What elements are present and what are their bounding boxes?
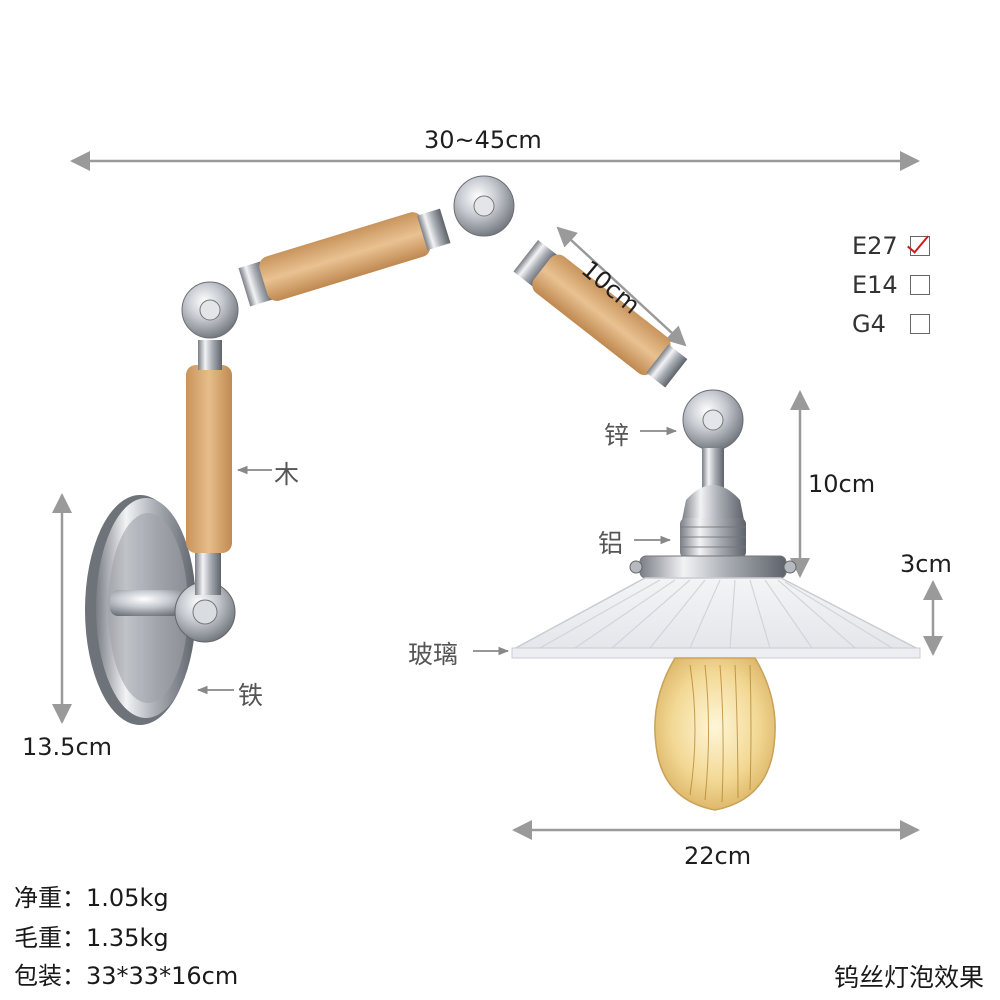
- lower-arm: [181, 281, 239, 595]
- socket-option-e27: E27: [852, 232, 930, 260]
- socket-label: G4: [852, 310, 886, 338]
- upper-arm-left: [238, 208, 451, 307]
- material-wood-label: 木: [274, 460, 300, 489]
- material-iron-label: 铁: [238, 681, 264, 710]
- gross-weight-label: 毛重：: [14, 924, 86, 952]
- empty-checkbox-icon: [910, 275, 930, 295]
- package-label: 包装：: [14, 962, 86, 990]
- checked-checkbox-icon: [910, 236, 930, 256]
- gross-weight: 毛重：1.35kg: [14, 918, 169, 953]
- socket-label: E14: [852, 271, 898, 299]
- glass-shade: [511, 577, 921, 659]
- dimension-lines: [52, 151, 943, 840]
- material-glass-label: 玻璃: [408, 640, 459, 669]
- shade-height-label: 3cm: [900, 550, 952, 578]
- socket-label: E27: [852, 232, 898, 260]
- lamp-neck: [629, 448, 797, 579]
- arm-segment-line: [556, 226, 687, 347]
- material-aluminum-label: 铝: [598, 529, 624, 558]
- arm-span-label: 30~45cm: [424, 126, 542, 154]
- base-height-label: 13.5cm: [22, 733, 113, 761]
- socket-option-e14: E14: [852, 271, 930, 299]
- net-weight-label: 净重：: [14, 884, 86, 912]
- upper-arm-right: [513, 239, 688, 388]
- bulb-effect-note: 钨丝灯泡效果: [833, 963, 984, 992]
- package-value: 33*33*16cm: [86, 962, 239, 990]
- material-zinc-label: 锌: [604, 421, 630, 450]
- net-weight-value: 1.05kg: [86, 884, 169, 912]
- socket-option-g4: G4: [852, 310, 930, 338]
- package-size: 包装：33*33*16cm: [14, 956, 238, 991]
- shade-width-label: 22cm: [684, 842, 752, 870]
- gross-weight-value: 1.35kg: [86, 924, 169, 952]
- empty-checkbox-icon: [910, 314, 930, 334]
- filament-bulb: [654, 657, 776, 811]
- neck-height-label: 10cm: [808, 470, 876, 498]
- wall-plate: [85, 495, 236, 725]
- material-pointers: [196, 426, 678, 695]
- net-weight: 净重：1.05kg: [14, 878, 169, 913]
